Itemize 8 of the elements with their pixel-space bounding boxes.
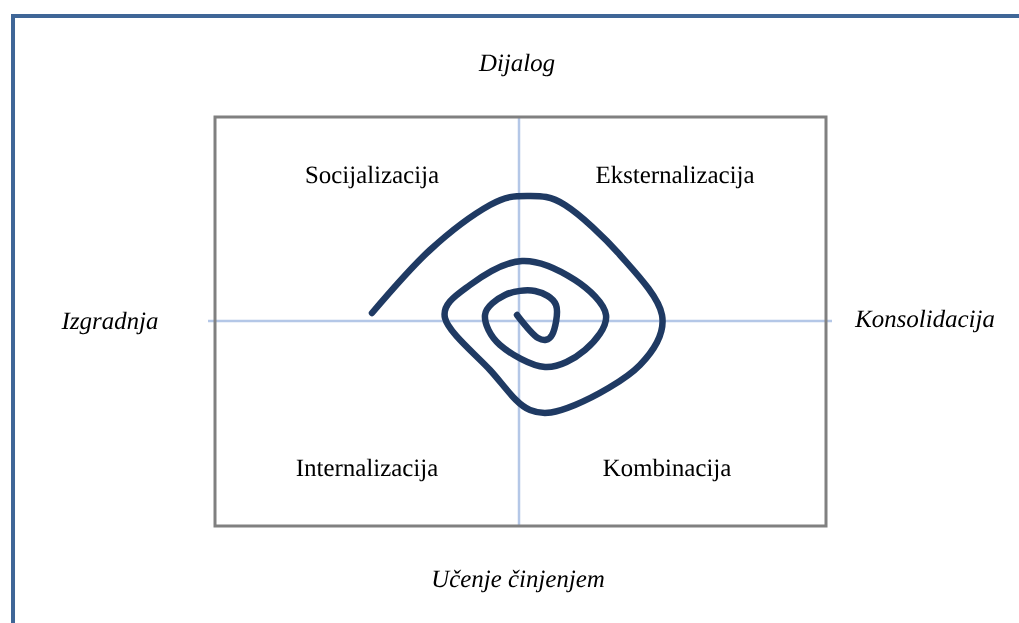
quadrant-label: Eksternalizacija <box>596 165 755 189</box>
axis-label: Izgradnja <box>61 311 158 335</box>
axis-label: Učenje činjenjem <box>433 569 604 593</box>
quadrant-label: Kombinacija <box>603 458 731 482</box>
axis-label: Konsolidacija <box>854 309 994 333</box>
axis-label: Dijalog <box>478 53 555 77</box>
quadrant-label: Internalizacija <box>296 458 438 482</box>
quadrant-label: Socijalizacija <box>306 165 439 189</box>
